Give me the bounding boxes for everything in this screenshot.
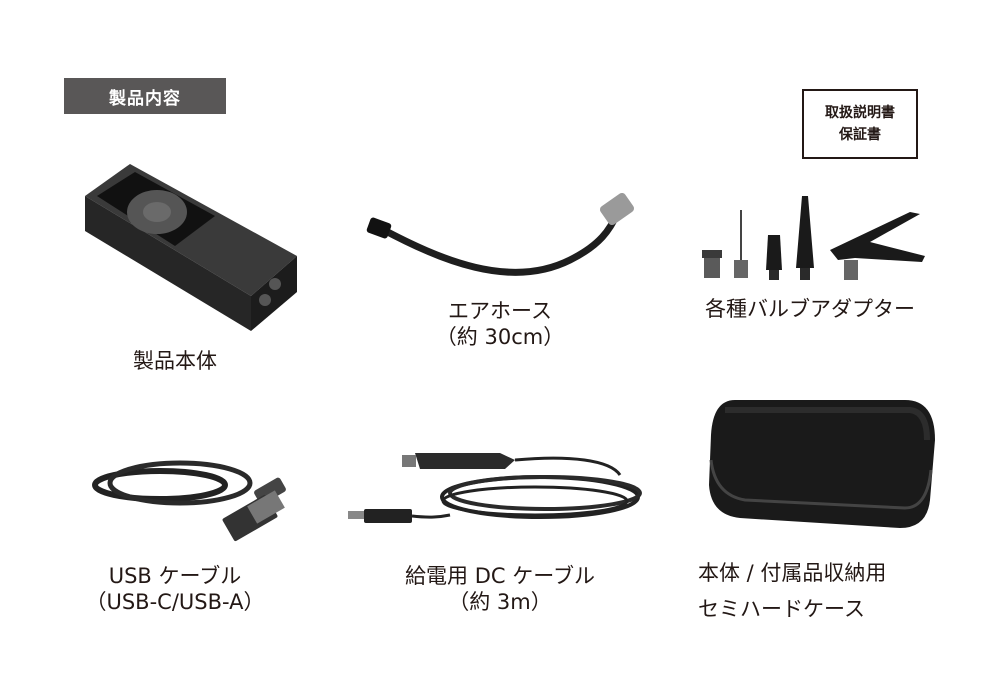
- item-sublabel: （USB-C/USB-A）: [85, 590, 265, 614]
- usb-cable-icon: [92, 460, 286, 542]
- item-label: USB ケーブル: [108, 564, 242, 588]
- semi-hard-case-icon: [709, 400, 935, 528]
- item-air-hose: エアホース （約 30cm）: [350, 180, 650, 360]
- item-dc-cable: 給電用 DC ケーブル （約 3m）: [340, 435, 660, 625]
- item-sublabel: （約 3m）: [448, 590, 552, 614]
- valve-adapters-icon: [702, 196, 925, 280]
- item-storage-case: 本体 / 付属品収納用 セミハードケース: [690, 400, 960, 640]
- documents-box: 取扱説明書 保証書: [802, 89, 918, 159]
- item-usb-cable: USB ケーブル （USB-C/USB-A）: [60, 445, 340, 625]
- section-title-badge: 製品内容: [64, 78, 226, 114]
- dc-car-cable-icon: [348, 453, 642, 523]
- item-valve-adapters: 各種バルブアダプター: [670, 190, 950, 330]
- section-title: 製品内容: [109, 88, 181, 109]
- item-label: 各種バルブアダプター: [705, 297, 915, 321]
- item-sublabel: セミハードケース: [698, 597, 865, 621]
- compressor-unit-icon: [85, 164, 297, 331]
- item-label: エアホース: [448, 299, 552, 323]
- air-hose-icon: [366, 192, 635, 276]
- documents-line-warranty: 保証書: [839, 127, 881, 143]
- item-label: 本体 / 付属品収納用: [698, 561, 887, 585]
- item-sublabel: （約 30cm）: [435, 325, 565, 349]
- item-label: 製品本体: [133, 349, 217, 373]
- item-main-unit: 製品本体: [60, 150, 310, 390]
- item-label: 給電用 DC ケーブル: [405, 564, 595, 588]
- documents-line-manual: 取扱説明書: [825, 105, 895, 121]
